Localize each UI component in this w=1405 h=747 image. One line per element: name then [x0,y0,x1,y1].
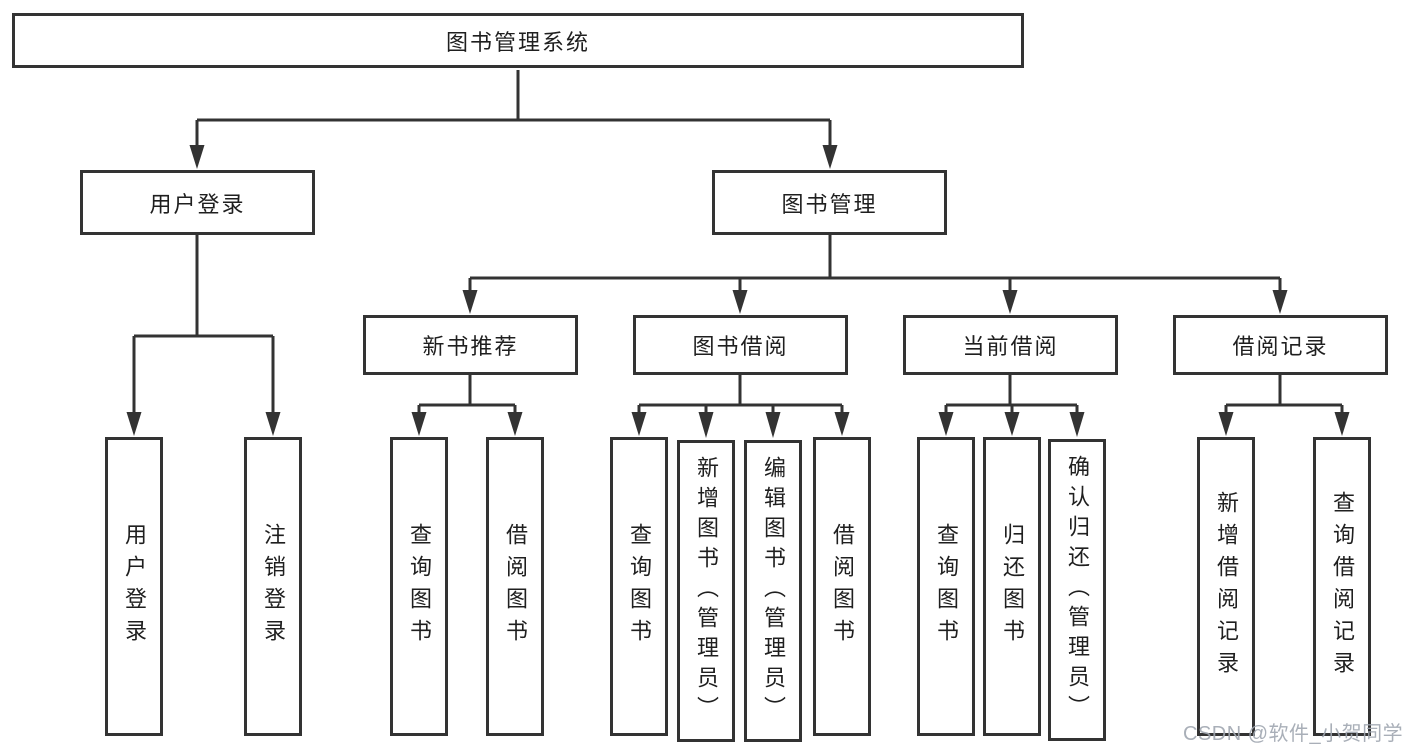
leaf-query-books-3-label: 查询图书 [934,522,959,651]
leaf-query-borrow-record-label: 查询借阅记录 [1330,490,1355,683]
node-new-book-recommend-label: 新书推荐 [422,334,519,359]
leaf-confirm-return-admin-label: 确认归还（管理员） [1065,455,1090,725]
leaf-query-books-1: 查询图书 [390,437,448,736]
leaf-add-borrow-record: 新增借阅记录 [1197,437,1255,736]
node-root-label: 图书管理系统 [445,29,590,55]
leaf-return-books-label: 归还图书 [1000,522,1025,651]
node-current-borrowing-label: 当前借阅 [962,334,1059,359]
node-book-management-label: 图书管理 [781,191,878,217]
leaf-edit-books-admin-label: 编辑图书（管理员） [761,456,786,726]
leaf-query-books-3: 查询图书 [917,437,975,736]
leaf-edit-books-admin: 编辑图书（管理员） [744,440,802,742]
leaf-logout: 注销登录 [244,437,302,736]
leaf-logout-label: 注销登录 [261,522,286,651]
node-new-book-recommend: 新书推荐 [363,315,578,375]
node-root-library-system: 图书管理系统 [12,13,1024,68]
leaf-user-login-label: 用户登录 [122,522,147,651]
leaf-borrow-books-2-label: 借阅图书 [830,522,855,651]
leaf-return-books: 归还图书 [983,437,1041,736]
node-book-management: 图书管理 [712,170,947,235]
leaf-query-books-2-label: 查询图书 [627,522,652,651]
node-borrowing-records: 借阅记录 [1173,315,1388,375]
leaf-query-books-2: 查询图书 [610,437,668,736]
node-borrowing-records-label: 借阅记录 [1232,334,1329,359]
leaf-borrow-books-1: 借阅图书 [486,437,544,736]
node-book-borrowing-label: 图书借阅 [692,334,789,359]
node-book-borrowing: 图书借阅 [633,315,848,375]
leaf-confirm-return-admin: 确认归还（管理员） [1048,439,1106,741]
leaf-user-login: 用户登录 [105,437,163,736]
leaf-borrow-books-2: 借阅图书 [813,437,871,736]
node-current-borrowing: 当前借阅 [903,315,1118,375]
node-user-login-label: 用户登录 [149,191,246,217]
leaf-add-books-admin: 新增图书（管理员） [677,440,735,742]
leaf-borrow-books-1-label: 借阅图书 [503,522,528,651]
csdn-watermark: CSDN @软件_小贺同学 [1183,723,1404,745]
leaf-query-borrow-record: 查询借阅记录 [1313,437,1371,736]
leaf-add-borrow-record-label: 新增借阅记录 [1214,490,1239,683]
node-user-login: 用户登录 [80,170,315,235]
leaf-query-books-1-label: 查询图书 [407,522,432,651]
leaf-add-books-admin-label: 新增图书（管理员） [694,456,719,726]
